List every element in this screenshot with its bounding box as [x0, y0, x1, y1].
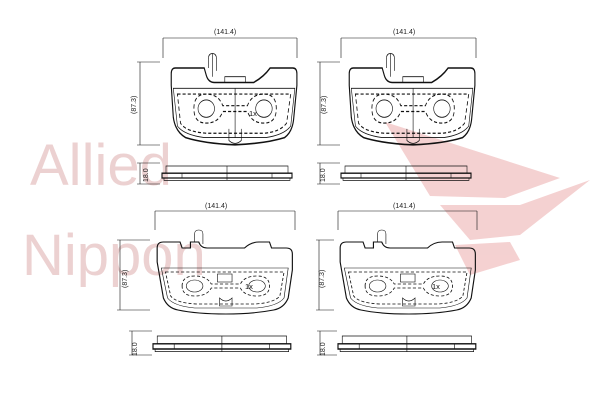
callout-label: 1x — [432, 282, 440, 291]
watermark: Allied Nippon — [22, 122, 590, 288]
thickness-dimension-label: 18.0 — [132, 342, 139, 356]
width-dimension-label: (141.4) — [393, 203, 415, 210]
height-dimension: (87.3) — [131, 61, 160, 146]
pad-top-left: (141.4) (87.3) 1x 18.0 — [131, 29, 298, 185]
thickness-dimension-label: 18.0 — [143, 168, 150, 182]
width-dimension: (141.4) — [154, 203, 296, 230]
pad-face-view — [339, 229, 476, 315]
side-view: 18.0 — [317, 330, 477, 356]
pad-face-view — [170, 52, 298, 146]
height-dimension: (87.3) — [317, 61, 340, 146]
height-dimension-label: (87.3) — [321, 96, 328, 114]
height-dimension: (87.3) — [117, 239, 150, 311]
watermark-line1: Allied — [30, 133, 172, 198]
width-dimension: (141.4) — [162, 29, 298, 58]
callout-label: 1x — [249, 109, 257, 118]
height-dimension: (87.3) — [316, 239, 334, 311]
thickness-dimension-label: 18.0 — [320, 342, 327, 356]
side-view: 18.0 — [317, 162, 472, 185]
width-dimension-label: (141.4) — [214, 29, 236, 36]
width-dimension: (141.4) — [337, 203, 478, 230]
callout-label: 1x — [245, 282, 253, 291]
watermark-arrow-icon — [385, 122, 590, 275]
pad-top-right: (141.4) (87.3) 18.0 — [317, 29, 477, 185]
width-dimension-label: (141.4) — [393, 29, 415, 36]
pad-bottom-right: (141.4) (87.3) 1x 18.0 — [316, 203, 478, 356]
side-view: 18.0 — [129, 330, 292, 356]
watermark-line2: Nippon — [22, 223, 206, 288]
side-view: 18.0 — [137, 162, 293, 185]
pad-bottom-left: (141.4) (87.3) 1x 18.0 — [117, 203, 296, 356]
height-dimension-label: (87.3) — [319, 270, 326, 288]
width-dimension: (141.4) — [340, 29, 477, 58]
width-dimension-label: (141.4) — [205, 203, 227, 210]
height-dimension-label: (87.3) — [131, 96, 138, 114]
height-dimension-label: (87.3) — [122, 270, 129, 288]
thickness-dimension-label: 18.0 — [320, 168, 327, 182]
